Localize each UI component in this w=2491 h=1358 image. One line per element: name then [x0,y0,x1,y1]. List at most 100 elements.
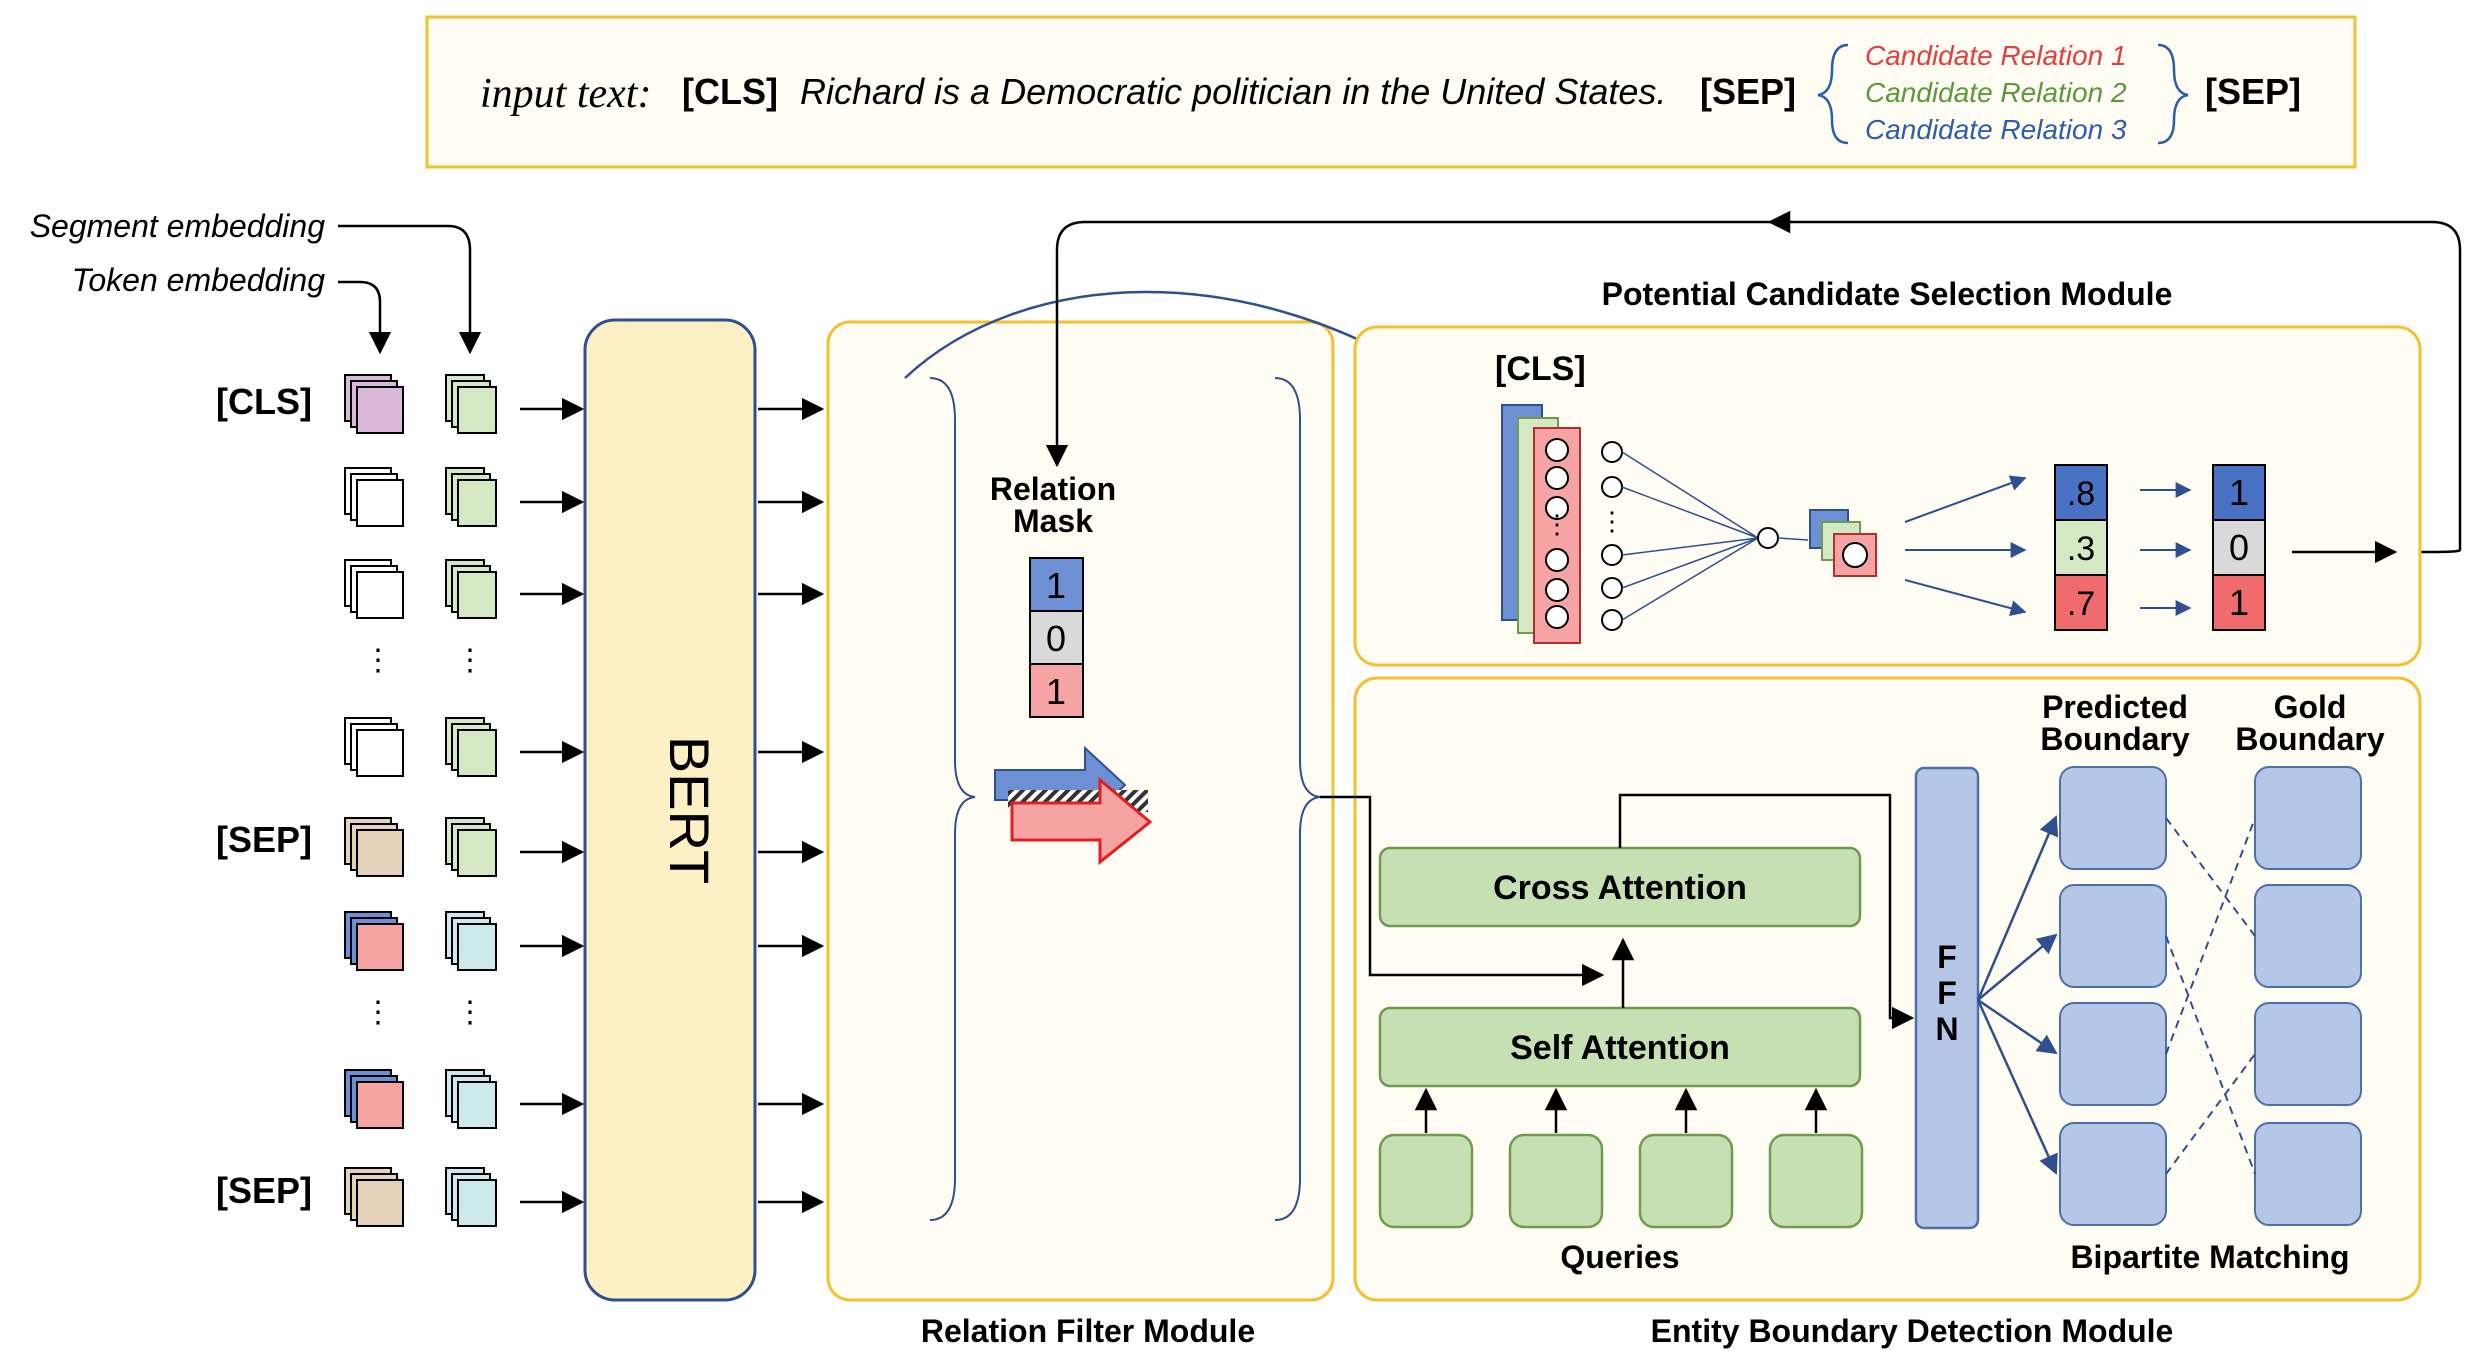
ffn-letter-1: F [1937,939,1957,975]
feedback-arrow-top [1767,210,2462,400]
token-embedding-stack [344,817,404,877]
feedback-arrow-right [2280,400,2462,554]
boundary-boxes [1976,766,2362,1226]
segment-ellipsis: ⋮ [455,996,485,1029]
boundary-detection-title: Entity Boundary Detection Module [1651,1313,2174,1349]
segment-ellipsis: ⋮ [455,644,485,677]
token-embedding-stack [344,467,404,527]
ffn-to-predicted-arrow [1976,815,2059,1001]
relation-filter-module: Relation Filter Module Relation Mask 1 0… [826,320,1335,1349]
token-label-cls: [CLS] [216,381,312,422]
score-3: .7 [2067,585,2095,623]
input-cls-token: [CLS] [682,71,778,112]
neuron-connection [1621,537,1759,556]
neuron-connection [1621,537,1759,621]
segment-embedding-stack [445,559,497,619]
hidden-neurons: ⋮⋮ [1544,438,1809,631]
input-text-label: input text: [480,71,651,117]
filter-to-cross-arrow [1320,795,1605,987]
token-embedding-stack [344,1167,404,1227]
segment-embedding-stack [445,817,497,877]
cls-neuron [1545,496,1569,520]
segment-embedding-stack [445,374,497,434]
gold-boundary-box [2254,884,2362,988]
token-embedding-stack [344,1069,404,1129]
input-text-box: input text: [CLS] Richard is a Democrati… [425,15,2357,169]
candidate-selection-title: Potential Candidate Selection Module [1602,276,2173,312]
hidden-neuron-ellipsis: ⋮ [1599,506,1625,536]
bipartite-matching-label: Bipartite Matching [2070,1239,2349,1275]
feedback-arrow-down [1045,220,1770,468]
output-2: 0 [2229,527,2249,568]
token-embedding-stack [344,911,404,971]
query-box [1638,1133,1734,1229]
matching-line [2165,817,2256,1055]
output-3: 1 [2229,582,2249,623]
input-sep-token: [SEP] [1700,71,1796,112]
token-ellipsis: ⋮ [363,996,393,1029]
ffn-letter-3: N [1935,1011,1958,1047]
aggregate-neuron [1757,527,1779,549]
hidden-neuron [1601,577,1623,599]
ffn-to-predicted-arrow [1977,933,2058,1001]
filter-left-brace [929,377,976,1221]
ffn-to-predicted-arrow [1977,998,2058,1055]
predicted-boundary-box [2059,766,2167,870]
token-embedding-label: Token embedding [72,262,325,298]
hidden-neuron [1601,609,1623,631]
hidden-neuron [1601,544,1623,566]
cls-neuron [1545,466,1569,490]
queries-label: Queries [1560,1239,1679,1275]
candidate-relation-1: Candidate Relation 1 [1865,40,2127,71]
boundary-detection-module: Entity Boundary Detection Module Cross A… [1320,676,2422,1349]
token-embedding-stack [344,374,404,434]
cross-to-ffn-arrow [1618,793,1915,1030]
token-embedding-stack [344,717,404,777]
bert-block: BERT [583,318,757,1302]
token-embedding-stack [344,559,404,619]
gold-boundary-box [2254,766,2362,870]
hidden-neuron [1601,441,1623,463]
cls-neuron-ellipsis: ⋮ [1544,509,1570,539]
gold-boundary-box [2254,1122,2362,1226]
sel-output-neuron [1842,542,1868,568]
mask-value-2: 0 [1046,618,1066,659]
bert-label: BERT [658,736,721,884]
matching-line [2165,935,2256,1175]
neuron-connection [1621,451,1759,539]
segment-embedding-stack [445,467,497,527]
query-box [1768,1133,1864,1229]
ffn-letter-2: F [1937,975,1957,1011]
predicted-boundary-box [2059,1002,2167,1106]
token-embedding-arrow [338,280,392,355]
relation-mask-vector: 1 0 1 [1029,557,1084,718]
predicted-label-1: Predicted [2042,689,2188,725]
segment-embedding-stack [445,717,497,777]
token-label-sep-1: [SEP] [216,819,312,860]
token-ellipsis: ⋮ [363,644,393,677]
predicted-label-2: Boundary [2040,721,2190,757]
cls-neuron [1545,438,1569,462]
relation-filter-title: Relation Filter Module [921,1313,1255,1349]
query-box [1508,1133,1604,1229]
candidate-selection-module: Potential Candidate Selection Module [CL… [1353,276,2422,667]
matching-line [2165,817,2256,937]
score-vector: .8 .3 .7 [2054,464,2108,631]
gold-label-1: Gold [2274,689,2347,725]
candidate-relation-3: Candidate Relation 3 [1865,114,2127,145]
self-attention-block [1378,1006,1862,1088]
mask-value-3: 1 [1046,671,1066,712]
output-1: 1 [2229,472,2249,513]
segment-embedding-label: Segment embedding [30,208,326,244]
score-2: .3 [2067,530,2095,568]
gold-label-2: Boundary [2235,721,2385,757]
selection-cls-label: [CLS] [1495,350,1586,388]
candidate-right-brace [2157,43,2189,145]
segment-embedding-stack [445,1069,497,1129]
input-sep2-token: [SEP] [2205,71,2301,112]
segment-embedding-arrow [338,224,482,355]
candidate-relation-2: Candidate Relation 2 [1865,77,2127,108]
cls-neuron [1545,548,1569,572]
matching-line [2165,1053,2256,1175]
